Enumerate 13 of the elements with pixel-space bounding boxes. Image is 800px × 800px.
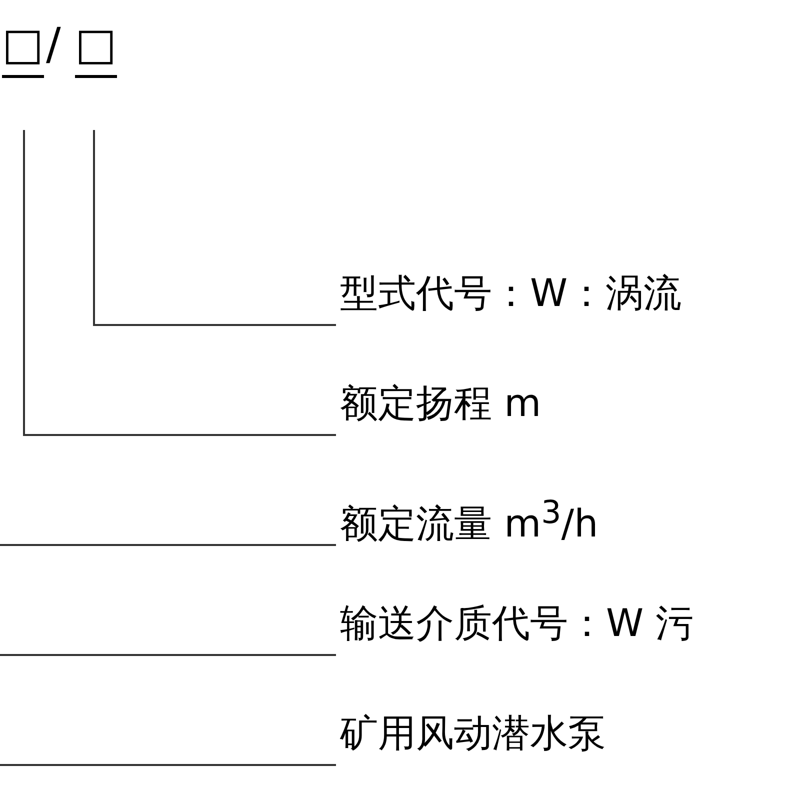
description-text: 输送介质代号：W 污 [340,598,694,653]
description-text: 额定流量 m$^{3}$/h [340,488,598,543]
leader-line [0,654,336,656]
code-slot: □ [2,20,44,78]
description-text: 矿用风动潜水泵 [340,708,606,763]
separator-text: / [46,20,61,70]
leader-line [0,544,336,546]
leader-line [93,130,336,326]
description-text: 型式代号：W：涡流 [340,268,682,323]
leader-line [0,764,336,766]
leader-line [23,130,336,436]
code-slot: □ [75,20,117,78]
description-text: 额定扬程 m [340,378,542,433]
